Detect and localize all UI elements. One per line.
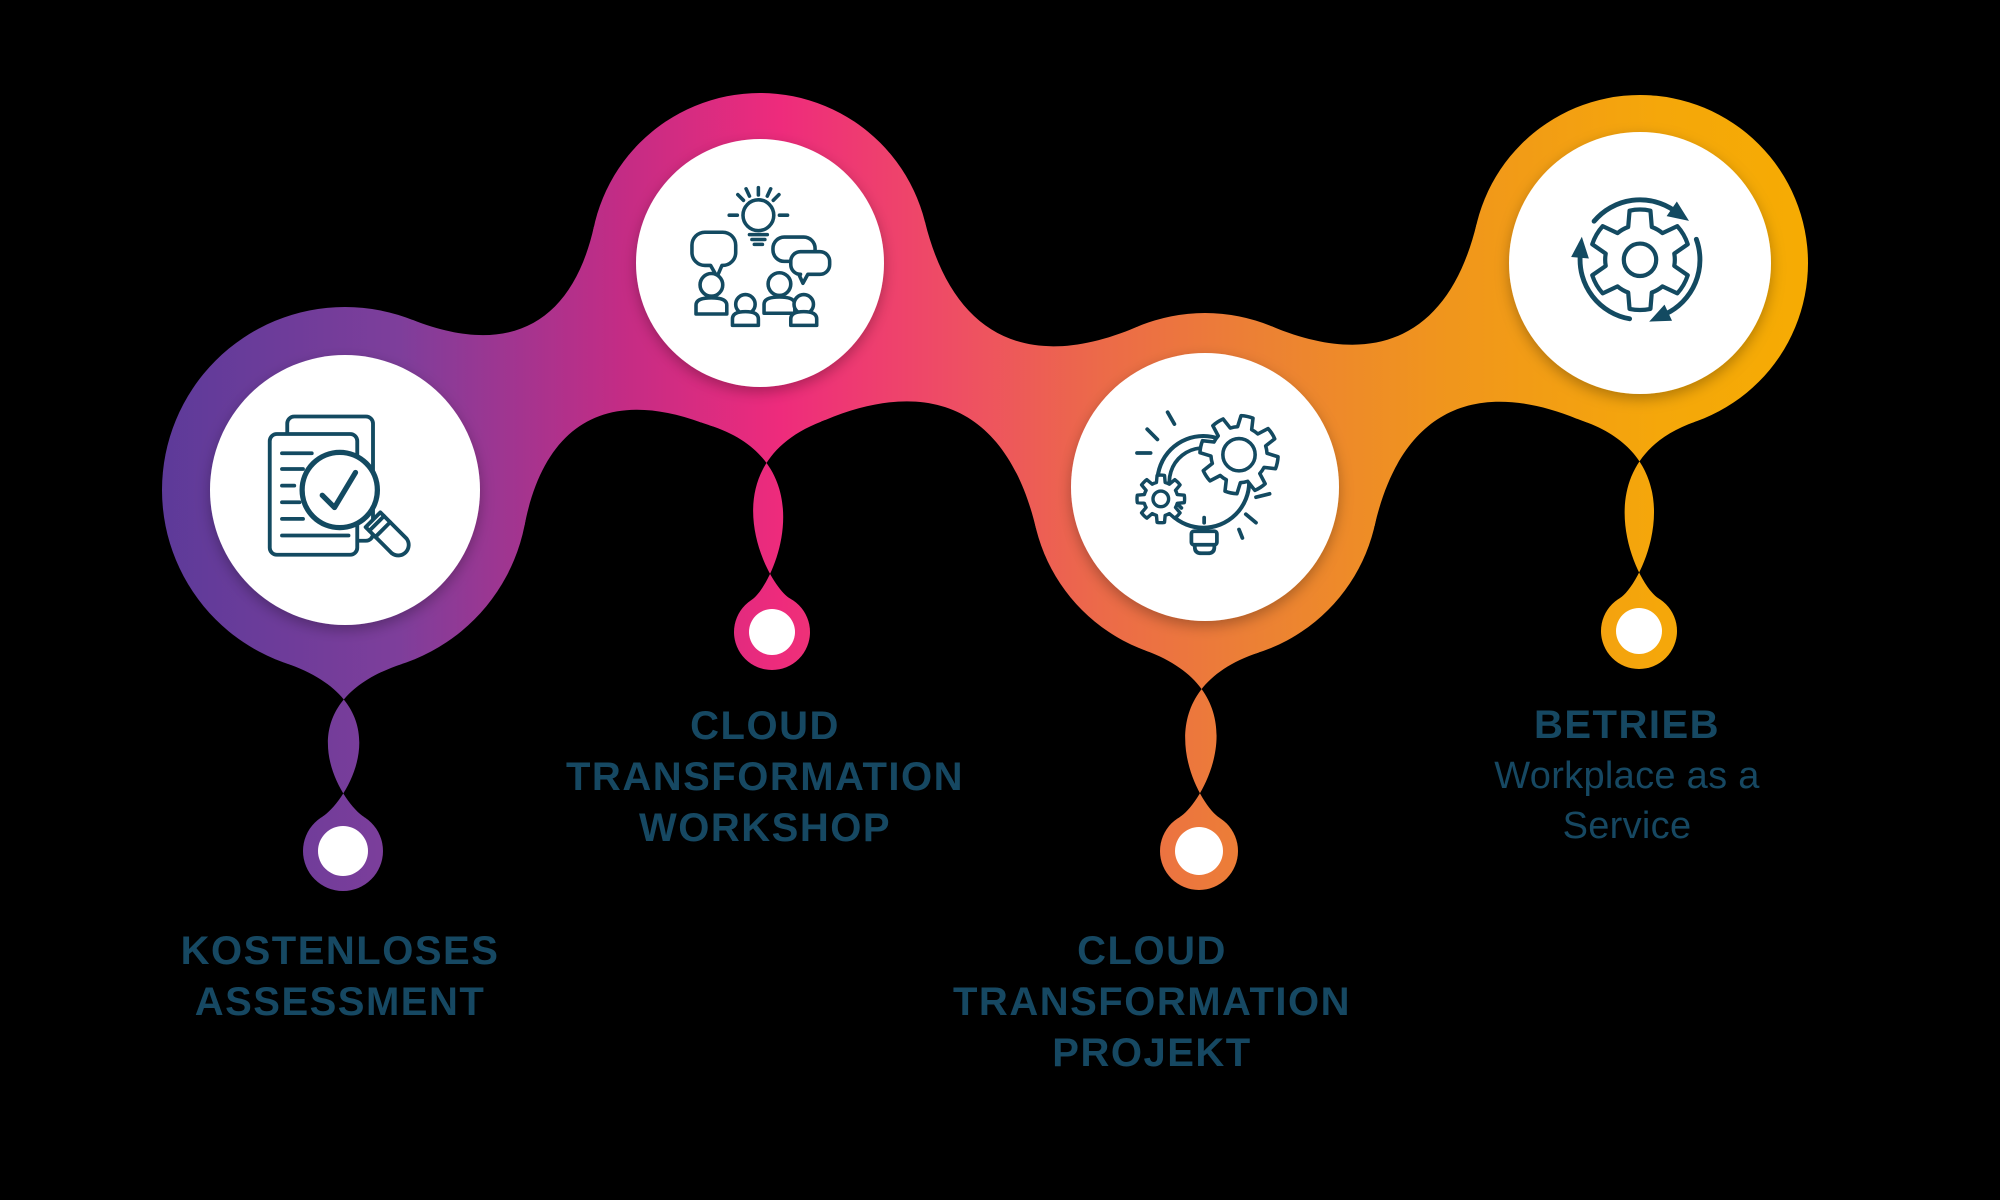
arrowhead	[1666, 201, 1689, 221]
drip-tail	[708, 421, 822, 601]
drip-dot	[318, 826, 368, 876]
speech-bubble-right-front	[788, 249, 832, 286]
bulb-socket	[1189, 529, 1219, 547]
idea-bulb	[741, 198, 776, 233]
step-subtitle: Workplace as a Service	[1494, 755, 1760, 847]
gear-lightbulb-icon	[1135, 410, 1280, 556]
step-title: CLOUD TRANSFORMATION PROJEKT	[953, 929, 1351, 1075]
drip-dot	[749, 609, 795, 655]
drip-dot	[1616, 608, 1662, 654]
check-mark	[319, 469, 359, 511]
inner-white-circle	[636, 139, 884, 387]
icons-layer	[267, 185, 1703, 558]
step-label-cloud-transformation-workshop: CLOUD TRANSFORMATION WORKSHOP	[566, 701, 964, 854]
document-check-magnifier-icon	[267, 414, 411, 558]
drip-dot	[1175, 827, 1223, 875]
drip-tail	[1145, 650, 1260, 819]
arrowhead	[1571, 236, 1589, 259]
step-title: KOSTENLOSES ASSESSMENT	[180, 929, 500, 1024]
step-label-cloud-transformation-projekt: CLOUD TRANSFORMATION PROJEKT	[953, 926, 1351, 1079]
gear-cycle-icon	[1571, 197, 1703, 322]
cycle-arrows	[1571, 197, 1703, 322]
step-title: BETRIEB	[1533, 703, 1721, 747]
speech-bubble-left	[690, 230, 738, 279]
step-label-kostenloses-assessment: KOSTENLOSES ASSESSMENT	[181, 926, 500, 1028]
step-label-betrieb: BETRIEB Workplace as a Service	[1441, 700, 1814, 851]
drip-tail	[285, 663, 403, 818]
arrowhead	[1649, 304, 1673, 322]
step-title: CLOUD TRANSFORMATION WORKSHOP	[566, 704, 964, 850]
drip-tail	[1583, 421, 1696, 599]
magnifier-lens	[299, 449, 380, 531]
discussion-idea-icon	[690, 185, 832, 328]
